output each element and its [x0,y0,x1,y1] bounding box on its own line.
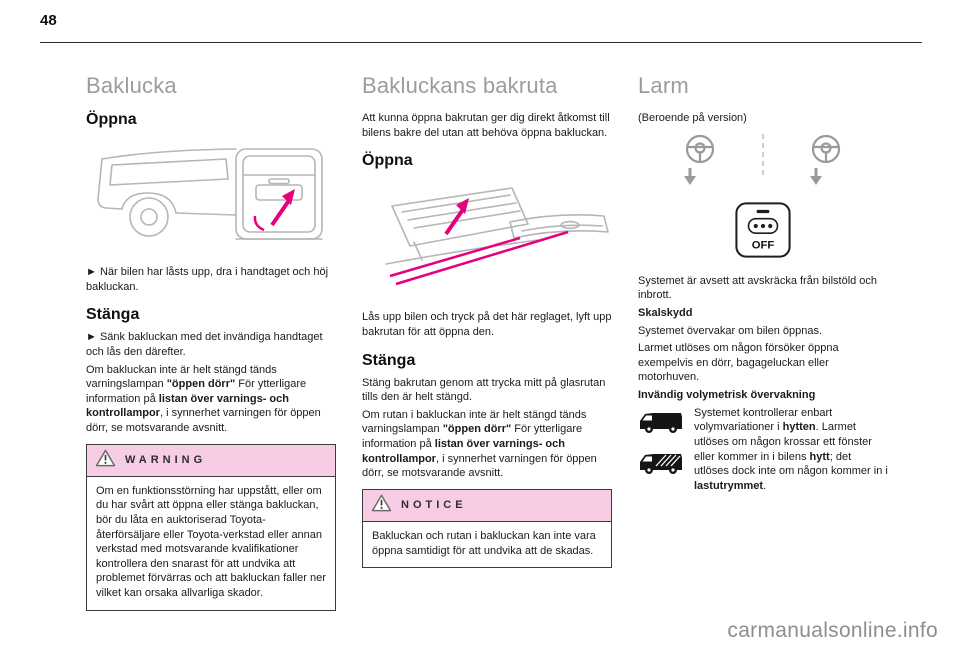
para-seg: För ytterligare information på [86,378,307,405]
warning-triangle-icon [95,449,116,472]
para-seg-bold: hytt [809,450,830,463]
rear-window-title: Bakluckans bakruta [362,73,558,98]
para-seg: , i synnerhet varningen för öppen dörr, … [362,452,597,480]
perimeter-line1: Systemet övervakar om bilen öppnas. [638,324,823,337]
remote-keys-illustration [638,132,888,197]
header-divider [40,42,922,43]
para-seg: . Larmet utlöses om någon krossar ett fö… [694,421,872,463]
para-seg: Om bakluckan inte är helt stängd tänds v… [86,363,277,391]
alarm-intro: Systemet är avsett att avskräcka från bi… [638,274,878,302]
van-cargo-icon [638,450,686,481]
watermark: carmanualsonline.info [727,619,938,642]
content-columns: Baklucka Öppna [40,43,922,611]
notice-box-header: NOTICE [363,489,611,522]
rear-window-close-heading: Stänga [362,351,416,369]
rear-window-open-text: Lås upp bilen och tryck på det här regla… [362,311,612,338]
rear-window-open-heading: Öppna [362,152,413,170]
alarm-off-button-illustration: OFF [638,201,888,264]
para-seg: Systemet kontrollerar enbart volymvariat… [694,406,833,434]
tailgate-title: Baklucka [86,73,177,98]
perimeter-heading: Skalskydd [638,306,693,319]
notice-box: NOTICE Bakluckan och rutan i bakluckan k… [362,488,612,569]
notice-triangle-icon [371,494,392,517]
remote-key-icon [685,134,715,163]
warning-text: Om en funktionsstörning har uppstått, el… [96,484,326,599]
remote-key-icon [811,134,841,163]
alarm-title: Larm [638,73,689,98]
warning-box-header: WARNING [87,444,335,477]
rear-window-close-paragraph: Om rutan i bakluckan inte är helt stängd… [362,408,612,481]
tailgate-close-paragraph: Om bakluckan inte är helt stängd tänds v… [86,363,336,436]
warning-box: WARNING Om en funktionsstörning har upps… [86,443,336,611]
page-header: 48 [40,12,922,43]
tailgate-illustration [86,135,336,258]
para-seg: . [763,479,767,492]
volumetric-icons [638,406,686,497]
para-seg: ; det utlöses dock inte om någon kommer … [694,450,888,478]
notice-box-title: NOTICE [401,499,467,512]
tailgate-open-step: ► När bilen har låsts upp, dra i handtag… [86,266,329,293]
tailgate-close-heading: Stänga [86,306,140,324]
perimeter-line2: Larmet utlöses om någon försöker öppna e… [638,342,839,384]
tailgate-open-heading: Öppna [86,111,137,128]
off-button-label: OFF [752,239,775,251]
tailgate-close-step: ► Sänk bakluckan med det invändiga handt… [86,331,323,358]
volumetric-paragraph: Systemet kontrollerar enbart volymvariat… [694,406,888,494]
para-seg-bold: listan över varnings- och kontrollampor [362,438,565,465]
para-seg-bold: lastutrymmet [694,479,764,492]
down-arrow-icon [810,167,822,185]
para-seg: , i synnerhet varningen för öppen dörr, … [86,407,321,434]
para-seg: För ytterligare information på [362,423,583,450]
van-cabin-icon [638,409,686,440]
page-number: 48 [40,12,57,29]
para-seg-bold: hytten [782,421,816,434]
notice-text: Bakluckan och rutan i bakluckan kan inte… [372,529,596,557]
para-seg-bold: "öppen dörr" [442,423,512,436]
volumetric-heading: Invändig volymetrisk övervakning [638,389,816,401]
down-arrow-icon [684,167,696,185]
warning-box-title: WARNING [125,454,207,467]
para-seg: Om rutan i bakluckan inte är helt stängd… [362,408,587,436]
section-tailgate: Baklucka Öppna [86,73,336,611]
rear-window-intro: Att kunna öppna bakrutan ger dig direkt … [362,112,610,139]
open-direction-arrow [389,198,569,286]
para-seg-bold: listan över varnings- och kontrollampor [86,392,289,420]
para-seg-bold: "öppen dörr" [166,378,236,391]
alarm-version-note: (Beroende på version) [638,112,747,124]
volumetric-block: Systemet kontrollerar enbart volymvariat… [638,406,888,497]
warning-box-body: Om en funktionsstörning har uppstått, el… [87,477,335,610]
rear-window-close-text: Stäng bakrutan genom att trycka mitt på … [362,376,606,404]
section-rear-window: Bakluckans bakruta Att kunna öppna bakru… [362,73,612,611]
notice-box-body: Bakluckan och rutan i bakluckan kan inte… [363,522,611,567]
open-direction-arrow [253,189,295,232]
rear-window-illustration [362,176,612,303]
section-alarm: Larm (Beroende på version) [638,73,888,611]
